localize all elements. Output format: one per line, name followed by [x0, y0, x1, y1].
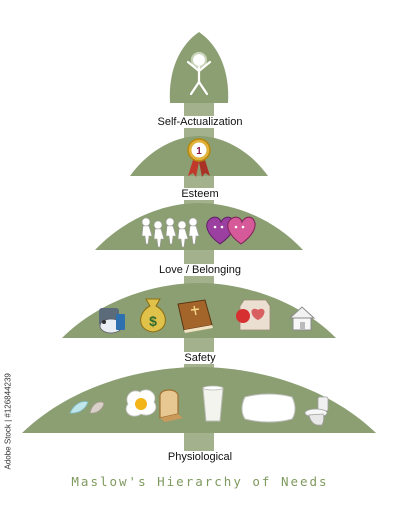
label-self-actualization: Self-Actualization: [0, 116, 400, 128]
label-text: Esteem: [177, 188, 223, 200]
label-safety: Safety: [0, 352, 400, 364]
diagram-title: Maslow's Hierarchy of Needs: [71, 474, 329, 489]
bread-icon: [159, 389, 183, 422]
house-icon: [288, 306, 316, 331]
heart-couple-icon: [206, 216, 256, 245]
medal-number: 1: [196, 146, 202, 157]
fried-egg-icon: [125, 389, 157, 417]
label-text: Love / Belonging: [155, 264, 245, 276]
pillow-icon: [241, 393, 296, 423]
stock-watermark-id: Adobe Stock | #126844239: [3, 373, 13, 470]
people-group-icon: [141, 217, 200, 248]
label-text: Self-Actualization: [153, 116, 247, 128]
label-text: Safety: [180, 352, 220, 364]
toilet-icon: [304, 396, 329, 426]
piggy-bank-icon: [99, 308, 125, 334]
stick-figure-icon: [186, 51, 212, 96]
label-text: Physiological: [163, 451, 237, 463]
label-physiological: Physiological: [0, 451, 400, 463]
medal-first-place-icon: 1: [187, 138, 211, 177]
label-esteem: Esteem: [0, 188, 400, 200]
label-love-belonging: Love / Belonging: [0, 264, 400, 276]
money-symbol: $: [149, 313, 157, 329]
tier-love-belonging: [95, 203, 303, 250]
bible-book-icon: [177, 299, 213, 333]
water-icon: [69, 401, 105, 414]
money-bag-icon: $: [140, 298, 166, 333]
glass-of-milk-icon: [202, 385, 224, 422]
first-aid-icon: [236, 299, 271, 331]
